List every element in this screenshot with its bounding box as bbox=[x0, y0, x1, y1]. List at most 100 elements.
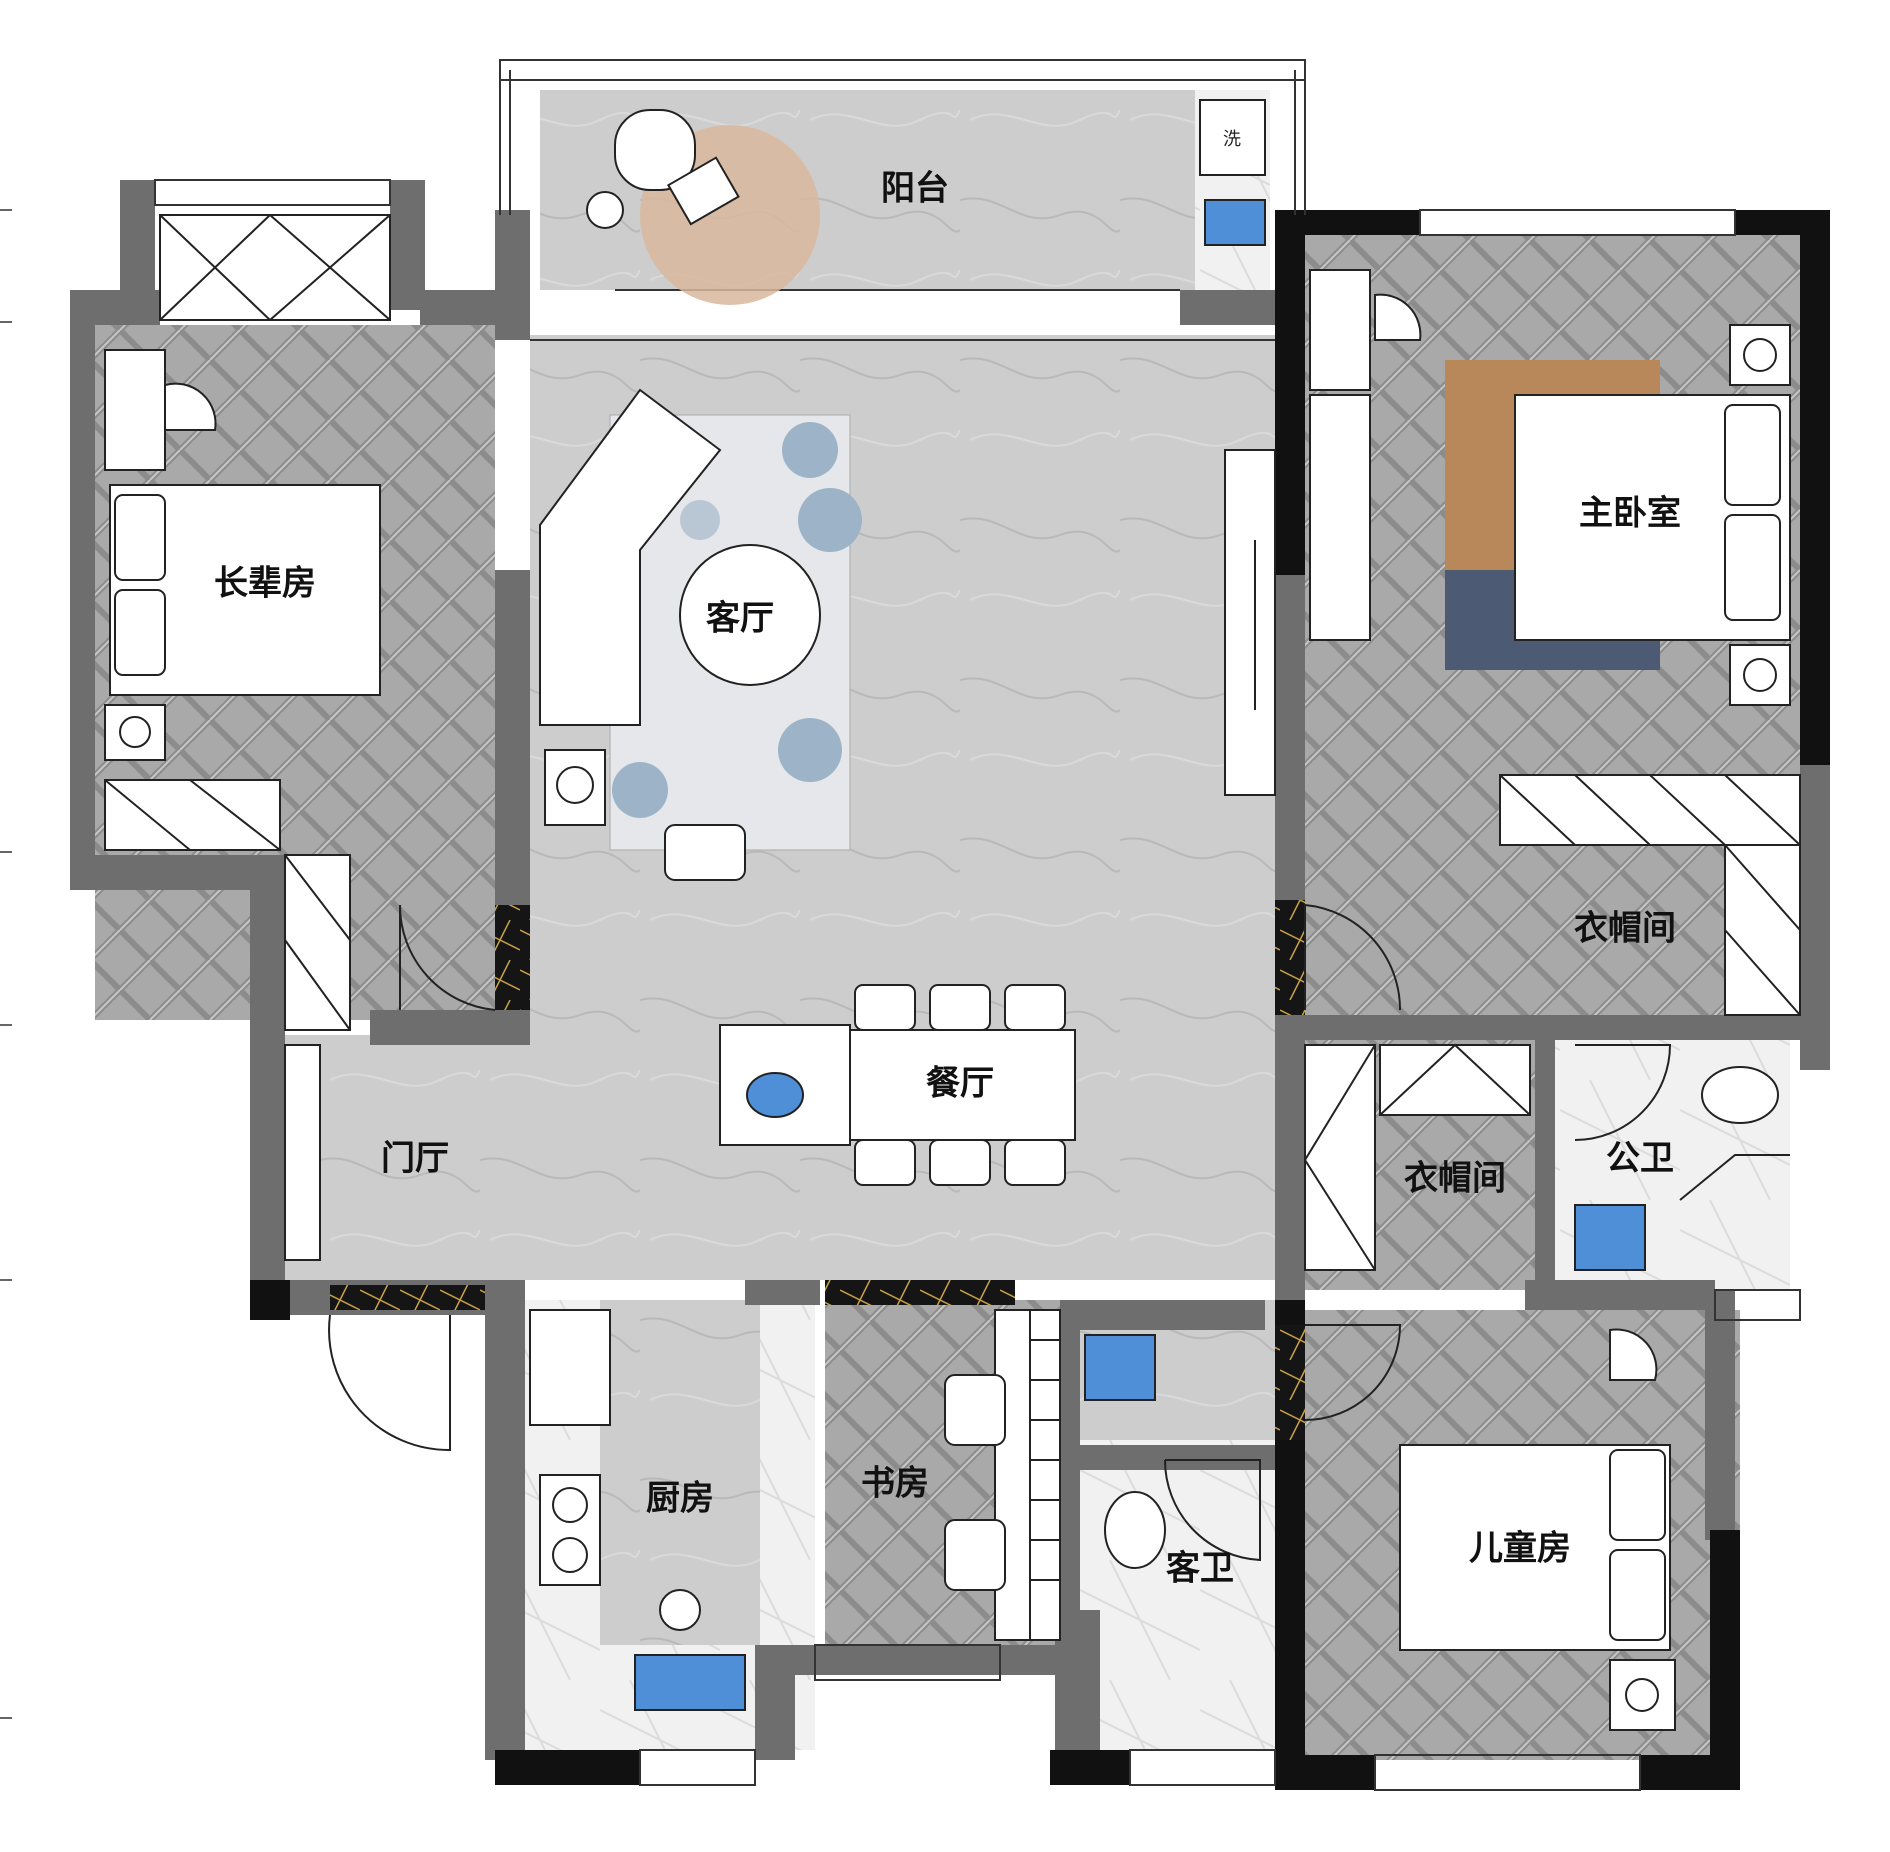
pillow bbox=[114, 494, 166, 581]
door-swing bbox=[1304, 1324, 1402, 1421]
wardrobe bbox=[284, 854, 351, 1031]
pillow bbox=[114, 589, 166, 676]
rug-flower bbox=[680, 500, 720, 540]
room-label-guest-bathroom: 客卫 bbox=[1166, 1549, 1234, 1589]
structural-wall bbox=[1050, 1750, 1130, 1785]
wall bbox=[1525, 1280, 1715, 1310]
shower-screen bbox=[1679, 1154, 1790, 1201]
wardrobe-door bbox=[104, 779, 281, 851]
threshold bbox=[330, 1285, 485, 1310]
wardrobe-door bbox=[1724, 844, 1801, 1016]
tv-console bbox=[1224, 449, 1276, 796]
window bbox=[814, 1644, 1001, 1681]
structural-wall bbox=[250, 1280, 290, 1320]
wardrobe bbox=[1724, 844, 1801, 1016]
rug-flower bbox=[798, 488, 862, 552]
study-chair bbox=[944, 1374, 1006, 1446]
dimension-ticks bbox=[0, 209, 12, 1719]
rug-flower bbox=[612, 762, 668, 818]
rug-flower bbox=[782, 422, 838, 478]
furniture bbox=[104, 99, 1791, 1731]
window bbox=[1714, 1289, 1801, 1321]
room-label-kitchen: 厨房 bbox=[646, 1479, 714, 1519]
cabinet bbox=[1309, 269, 1371, 391]
room-label-childrens-room: 儿童房 bbox=[1469, 1529, 1571, 1569]
side-table bbox=[544, 749, 606, 826]
wardrobe-door bbox=[1499, 774, 1801, 846]
pillow bbox=[1609, 1549, 1666, 1641]
sofa bbox=[539, 388, 722, 726]
structural-wall bbox=[1710, 1530, 1740, 1790]
coffee-table bbox=[679, 544, 821, 686]
chair bbox=[1374, 293, 1422, 341]
door-swing bbox=[1163, 1459, 1261, 1562]
door-swing bbox=[1304, 903, 1402, 1011]
kitchen-island-floor bbox=[600, 1300, 760, 1645]
room-label-elders-room: 长辈房 bbox=[214, 564, 316, 604]
pillow bbox=[1724, 404, 1781, 506]
balcony-railing bbox=[499, 59, 1306, 81]
window bbox=[1129, 1749, 1276, 1786]
doors bbox=[328, 903, 1672, 1562]
wall bbox=[1800, 760, 1830, 1070]
lamp-icon bbox=[1743, 658, 1777, 692]
toilet bbox=[1701, 1066, 1779, 1124]
structural-wall bbox=[1800, 210, 1830, 765]
bar-sink bbox=[746, 1072, 804, 1118]
wall bbox=[390, 180, 425, 310]
nightstand bbox=[104, 704, 166, 761]
kitchen-sink bbox=[634, 1654, 746, 1711]
wall bbox=[70, 855, 250, 890]
wardrobe-door bbox=[284, 854, 351, 1031]
room-label-master-bedroom: 主卧室 bbox=[1579, 494, 1681, 534]
nightstand bbox=[1729, 324, 1791, 386]
wardrobe bbox=[1499, 774, 1801, 846]
wall bbox=[1275, 570, 1305, 900]
room-label-balcony: 阳台 bbox=[881, 169, 949, 209]
nightstand bbox=[1729, 644, 1791, 706]
lamp-icon bbox=[556, 766, 594, 804]
wall bbox=[785, 1645, 1070, 1675]
structural-wall bbox=[1275, 210, 1305, 575]
dining-chair bbox=[854, 1139, 916, 1186]
wardrobe bbox=[1379, 1044, 1531, 1116]
wall bbox=[250, 855, 285, 1315]
door-swing bbox=[398, 904, 496, 1011]
dining-chair bbox=[929, 1139, 991, 1186]
wall bbox=[1075, 1300, 1265, 1330]
pillow bbox=[1609, 1449, 1666, 1541]
room-label-dining-room: 餐厅 bbox=[926, 1064, 994, 1104]
structural-wall bbox=[1275, 210, 1420, 235]
washer-label: 洗 bbox=[1223, 129, 1241, 150]
wall bbox=[1535, 1030, 1555, 1310]
wardrobe bbox=[104, 779, 281, 851]
cooktop bbox=[539, 1474, 601, 1586]
threshold bbox=[1275, 1325, 1305, 1440]
wall bbox=[485, 1280, 525, 1760]
cabinet bbox=[104, 349, 166, 471]
rug-flower bbox=[778, 718, 842, 782]
wall bbox=[495, 210, 530, 340]
burner-icon bbox=[552, 1537, 588, 1573]
dining-chair bbox=[1004, 984, 1066, 1031]
room-label-master-closet: 衣帽间 bbox=[1574, 909, 1676, 949]
chair bbox=[164, 382, 217, 431]
room-label-foyer: 门厅 bbox=[381, 1139, 449, 1179]
door-swing bbox=[1574, 1044, 1672, 1141]
ottoman bbox=[666, 156, 740, 226]
dining-chair bbox=[854, 984, 916, 1031]
wash-basin bbox=[1574, 1204, 1646, 1271]
fridge bbox=[529, 1309, 611, 1426]
washing-machine bbox=[1199, 99, 1266, 176]
window bbox=[639, 1749, 756, 1786]
threshold bbox=[825, 1280, 1015, 1305]
wall bbox=[495, 570, 530, 910]
lamp-icon bbox=[1625, 1678, 1659, 1712]
wall bbox=[1180, 290, 1275, 325]
wall bbox=[1275, 1015, 1305, 1310]
thresholds bbox=[330, 900, 1305, 1440]
bookshelf-slots bbox=[1029, 1310, 1060, 1640]
shoe-cabinet bbox=[284, 1044, 321, 1261]
wardrobe bbox=[159, 214, 391, 321]
